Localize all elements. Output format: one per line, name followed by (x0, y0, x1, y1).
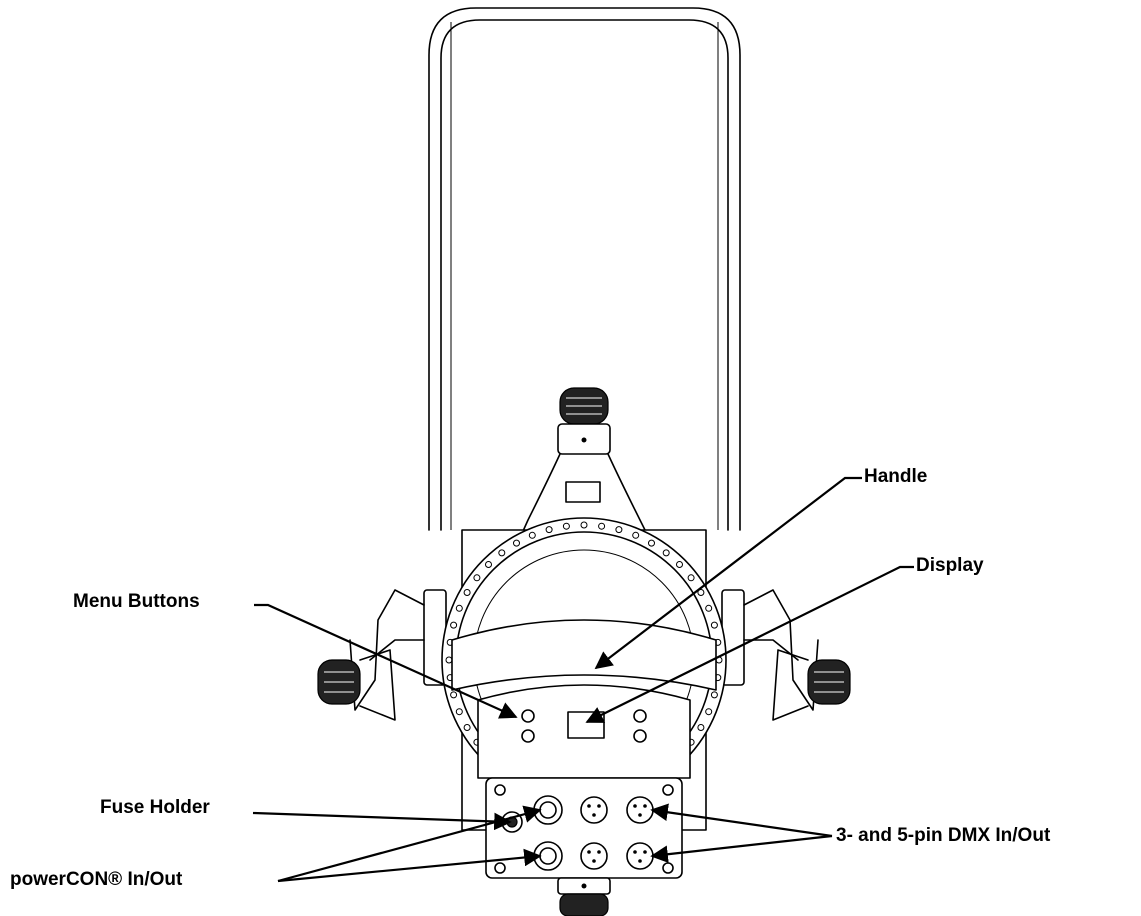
barrel-bolt (445, 656, 453, 664)
barrel-bolt (697, 724, 705, 731)
barrel-bolt (528, 531, 536, 539)
barrel-bolt (463, 724, 471, 731)
fuse-holder-callout: Fuse Holder (100, 797, 210, 818)
connector-panel (485, 777, 683, 879)
barrel-bolt (513, 539, 520, 547)
barrel-bolt (562, 522, 570, 530)
barrel-bolt (615, 526, 623, 534)
barrel-bolt (473, 574, 481, 582)
barrel-bolt (710, 621, 718, 629)
barrel-bolt (498, 549, 506, 557)
powercon-callout: powerCON® In/Out (10, 869, 183, 890)
bottom-knob (557, 877, 611, 916)
barrel-bolt (697, 589, 705, 596)
menu-buttons-callout: Menu Buttons (73, 591, 200, 612)
leader-lines (252, 476, 914, 883)
barrel-bolt (450, 621, 458, 629)
display-callout: Display (916, 555, 984, 576)
barrel-bolt (598, 522, 606, 530)
barrel-bolt (580, 521, 588, 529)
barrel-bolt (648, 539, 655, 547)
yoke (423, 7, 745, 686)
barrel-bolt (676, 561, 683, 568)
barrel-bolt (705, 708, 713, 716)
barrel-bolt (687, 574, 695, 582)
barrel-bolt (710, 691, 718, 699)
control-panel (477, 684, 691, 779)
barrel-bolt (455, 708, 463, 716)
barrel-bolt (450, 691, 458, 699)
barrel-bolt (632, 531, 640, 539)
barrel-bolt (545, 526, 553, 534)
handle (451, 619, 717, 691)
barrel-bolt (455, 604, 463, 612)
right-tilt-knob (743, 589, 851, 721)
barrel-bolt (463, 589, 471, 596)
barrel-bolt (705, 604, 713, 612)
top-knob (509, 387, 661, 561)
left-tilt-knob (317, 589, 425, 721)
handle-callout: Handle (864, 466, 928, 487)
barrel-bolt (485, 561, 492, 568)
barrel-bolt (662, 549, 670, 557)
dmx-callout: 3- and 5-pin DMX In/Out (836, 825, 1051, 846)
